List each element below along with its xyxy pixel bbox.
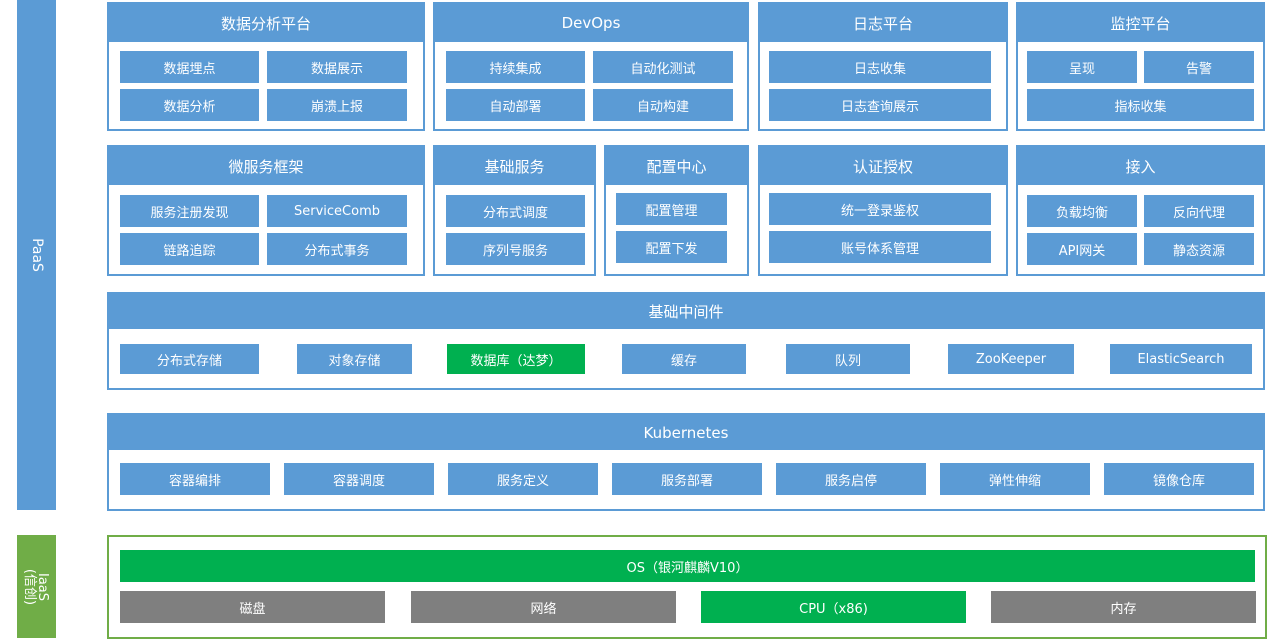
box-item: ZooKeeper — [948, 344, 1074, 374]
box-item: 数据展示 — [267, 51, 407, 83]
box-item-highlight: 数据库（达梦） — [447, 344, 585, 374]
box-item: 服务部署 — [612, 463, 762, 495]
box-item: 统一登录鉴权 — [769, 193, 991, 225]
panel-title: 微服务框架 — [109, 147, 423, 185]
panel-title: DevOps — [435, 4, 747, 42]
panel-log-platform: 日志平台 日志收集 日志查询展示 — [758, 2, 1008, 131]
box-item: ElasticSearch — [1110, 344, 1252, 374]
panel-iaas: OS（银河麒麟V10） 磁盘 网络 CPU（x86) 内存 — [107, 535, 1267, 639]
box-item: 静态资源 — [1144, 233, 1254, 265]
box-item-hardware: 磁盘 — [120, 591, 385, 623]
panel-title: 配置中心 — [606, 147, 747, 185]
box-item: API网关 — [1027, 233, 1137, 265]
panel-title: 基础服务 — [435, 147, 594, 185]
box-item: 服务注册发现 — [120, 195, 259, 227]
iaas-label-line1: IaaS — [35, 572, 51, 601]
box-item: 分布式调度 — [446, 195, 585, 227]
box-item: 缓存 — [622, 344, 746, 374]
panel-title: 认证授权 — [760, 147, 1006, 185]
box-item: 日志收集 — [769, 51, 991, 83]
box-item: 自动构建 — [593, 89, 733, 121]
box-item: 分布式事务 — [267, 233, 407, 265]
box-item: 负载均衡 — [1027, 195, 1137, 227]
panel-basic-services: 基础服务 分布式调度 序列号服务 — [433, 145, 596, 276]
iaas-label-line2: (信创) — [22, 568, 38, 605]
box-item: 容器调度 — [284, 463, 434, 495]
panel-devops: DevOps 持续集成 自动化测试 自动部署 自动构建 — [433, 2, 749, 131]
box-item: 数据埋点 — [120, 51, 259, 83]
box-item: 自动部署 — [446, 89, 585, 121]
box-item: 配置管理 — [616, 193, 727, 225]
iaas-side-label: IaaS(信创) — [17, 535, 56, 638]
box-item: 对象存储 — [297, 344, 412, 374]
panel-title: 数据分析平台 — [109, 4, 423, 42]
box-item-hardware: 网络 — [411, 591, 676, 623]
box-item: 反向代理 — [1144, 195, 1254, 227]
panel-middleware: 基础中间件 分布式存储 对象存储 数据库（达梦） 缓存 队列 ZooKeeper… — [107, 292, 1265, 390]
box-item: 配置下发 — [616, 231, 727, 263]
paas-label: PaaS — [28, 238, 45, 272]
panel-auth: 认证授权 统一登录鉴权 账号体系管理 — [758, 145, 1008, 276]
box-item: 服务启停 — [776, 463, 926, 495]
box-item: ServiceComb — [267, 195, 407, 227]
box-item: 队列 — [786, 344, 910, 374]
panel-title: 监控平台 — [1018, 4, 1263, 42]
panel-title: Kubernetes — [109, 415, 1263, 450]
box-item-cpu: CPU（x86) — [701, 591, 966, 623]
box-item: 容器编排 — [120, 463, 270, 495]
box-item: 数据分析 — [120, 89, 259, 121]
box-item: 链路追踪 — [120, 233, 259, 265]
box-item: 日志查询展示 — [769, 89, 991, 121]
box-item: 自动化测试 — [593, 51, 733, 83]
paas-side-label: PaaS — [17, 0, 56, 510]
box-item: 序列号服务 — [446, 233, 585, 265]
box-item: 呈现 — [1027, 51, 1137, 83]
panel-access: 接入 负载均衡 反向代理 API网关 静态资源 — [1016, 145, 1265, 276]
panel-kubernetes: Kubernetes 容器编排 容器调度 服务定义 服务部署 服务启停 弹性伸缩… — [107, 413, 1265, 511]
box-item: 分布式存储 — [120, 344, 259, 374]
box-item: 账号体系管理 — [769, 231, 991, 263]
box-item: 指标收集 — [1027, 89, 1254, 121]
panel-title: 基础中间件 — [109, 294, 1263, 329]
panel-title: 日志平台 — [760, 4, 1006, 42]
panel-title: 接入 — [1018, 147, 1263, 185]
os-bar: OS（银河麒麟V10） — [120, 550, 1255, 582]
panel-monitoring: 监控平台 呈现 告警 指标收集 — [1016, 2, 1265, 131]
box-item: 崩溃上报 — [267, 89, 407, 121]
box-item: 弹性伸缩 — [940, 463, 1090, 495]
panel-data-analysis: 数据分析平台 数据埋点 数据展示 数据分析 崩溃上报 — [107, 2, 425, 131]
panel-config-center: 配置中心 配置管理 配置下发 — [604, 145, 749, 276]
box-item: 镜像仓库 — [1104, 463, 1254, 495]
box-item: 服务定义 — [448, 463, 598, 495]
iaas-label: IaaS(信创) — [22, 568, 51, 605]
box-item-hardware: 内存 — [991, 591, 1256, 623]
panel-microservice: 微服务框架 服务注册发现 ServiceComb 链路追踪 分布式事务 — [107, 145, 425, 276]
box-item: 持续集成 — [446, 51, 585, 83]
box-item: 告警 — [1144, 51, 1254, 83]
